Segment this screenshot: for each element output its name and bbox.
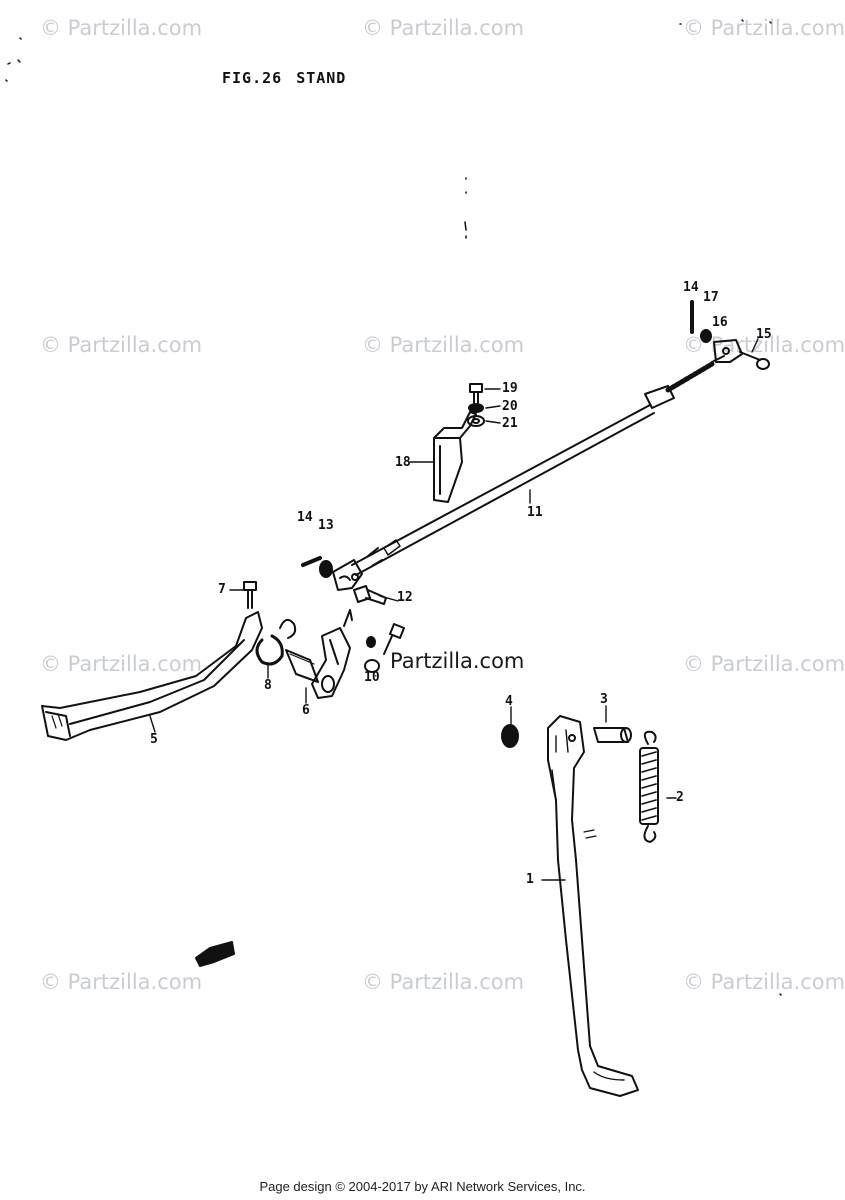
callout-15: 15 — [756, 327, 772, 342]
nut-4 — [501, 724, 519, 748]
watermark: © Partzilla.com — [40, 16, 203, 40]
screw-stack — [467, 383, 485, 427]
callout-19: 19 — [502, 381, 518, 396]
callout-20: 20 — [502, 399, 518, 414]
callout-7: 7 — [218, 582, 226, 597]
callout-1: 1 — [526, 872, 534, 887]
cable-end-right — [713, 339, 770, 370]
callout-8: 8 — [264, 678, 272, 693]
partzilla-brand-label: Partzilla.com — [390, 649, 525, 673]
callout-18: 18 — [395, 455, 411, 470]
callout-9: 9 — [366, 636, 374, 651]
callout-5: 5 — [150, 732, 158, 747]
bolt-3 — [593, 727, 632, 743]
cable-clamp — [433, 411, 477, 503]
watermark: © Partzilla.com — [40, 652, 203, 676]
callout-17: 17 — [703, 290, 719, 305]
nut — [366, 636, 376, 648]
stand-lever-arm — [285, 609, 353, 699]
callout-14: 14 — [683, 280, 699, 295]
figure-name: STAND — [296, 69, 347, 87]
circlip — [255, 618, 297, 666]
washer-10 — [364, 659, 380, 673]
watermark: © Partzilla.com — [362, 16, 525, 40]
leader-lines — [149, 338, 759, 881]
bolt-9 — [383, 623, 405, 655]
callout-13: 13 — [318, 518, 334, 533]
callout-10: 10 — [364, 670, 380, 685]
bolt-7 — [243, 581, 257, 609]
watermark: © Partzilla.com — [362, 333, 525, 357]
page-footer: Page design © 2004-2017 by ARI Network S… — [259, 1179, 586, 1194]
callout-21: 21 — [502, 416, 518, 431]
callout-12: 12 — [397, 590, 413, 605]
side-stand — [547, 715, 639, 1097]
callout-11: 11 — [527, 505, 543, 520]
washer-13 — [319, 560, 333, 578]
washer-17 — [700, 329, 712, 343]
watermark: © Partzilla.com — [683, 652, 845, 676]
front-arrow-icon — [195, 941, 235, 967]
figure-number: FIG.26 — [222, 69, 283, 87]
scan-specks — [5, 19, 782, 996]
pin-left — [301, 556, 322, 567]
kickstand-lever — [41, 611, 263, 741]
watermark: © Partzilla.com — [40, 333, 203, 357]
watermark: © Partzilla.com — [362, 970, 525, 994]
figure-title: FIG.26 STAND — [222, 69, 346, 87]
stand-cable — [351, 355, 725, 576]
callout-3: 3 — [600, 692, 608, 707]
watermark: © Partzilla.com — [683, 16, 845, 40]
callout-6: 6 — [302, 703, 310, 718]
watermark: © Partzilla.com — [40, 970, 203, 994]
callout-14: 14 — [297, 510, 313, 525]
watermark: © Partzilla.com — [683, 970, 845, 994]
callout-4: 4 — [505, 694, 513, 709]
bolt-12 — [353, 585, 387, 605]
stand-spring — [639, 730, 659, 843]
cable-end-left — [332, 559, 363, 591]
callout-2: 2 — [676, 790, 684, 805]
callout-16: 16 — [712, 315, 728, 330]
